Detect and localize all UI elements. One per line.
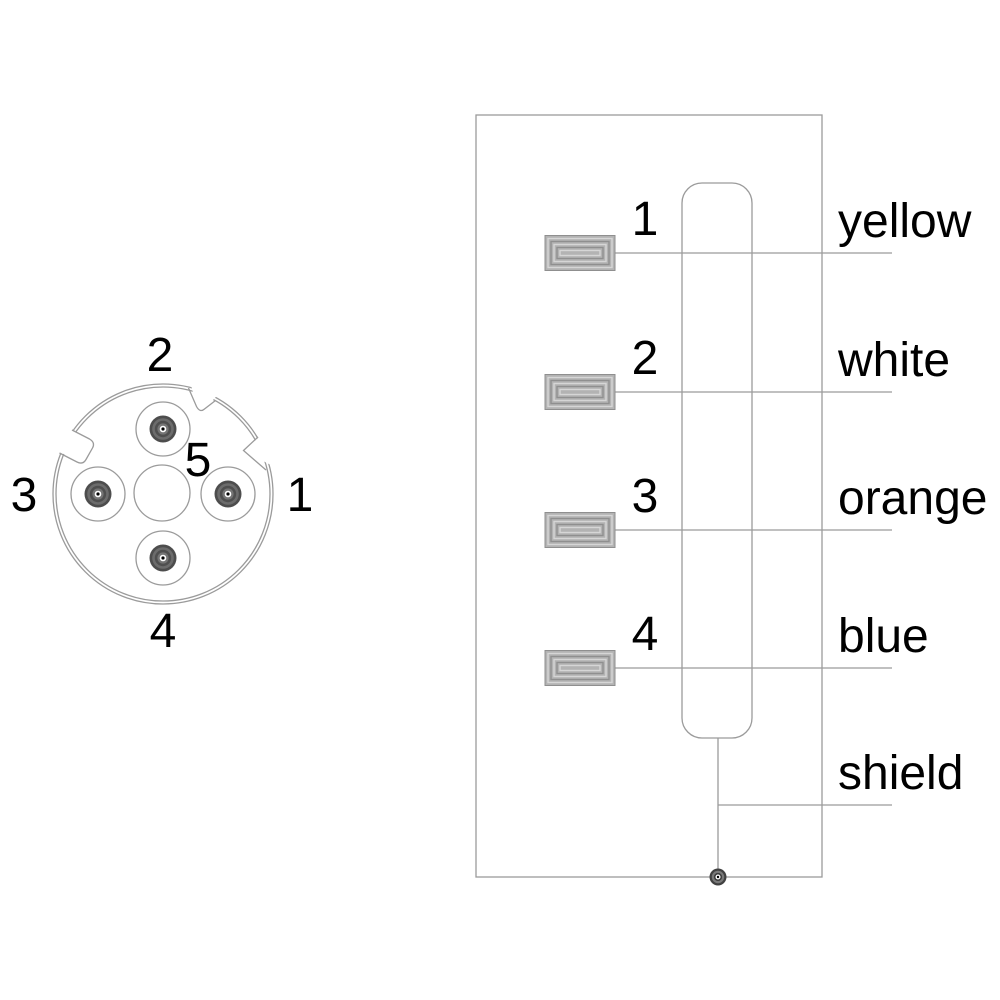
terminal-block-icon-3	[544, 511, 616, 549]
face-pin-label-5: 5	[184, 434, 212, 487]
wire-color-label-3: orange	[838, 472, 988, 525]
face-pin-label-4: 4	[149, 605, 177, 658]
wire-pin-number-4: 4	[631, 608, 659, 661]
wire-color-label-1: yellow	[838, 195, 972, 248]
keyway-notch-top-icon	[187, 381, 220, 412]
pin-contact-icon-2	[135, 401, 191, 457]
face-pin-label-2: 2	[146, 329, 174, 382]
shield-label: shield	[838, 747, 964, 800]
connector-housing-outline	[681, 182, 753, 739]
schematic-frame	[475, 114, 823, 878]
terminal-block-icon-2	[544, 373, 616, 411]
wiring-schematic	[475, 114, 892, 886]
connector-face-inner-ring	[55, 386, 271, 602]
terminal-block-icon-1	[544, 234, 616, 272]
face-pin-label-1: 1	[286, 469, 314, 522]
pin-contact-icon-3	[70, 466, 126, 522]
face-pin-label-3: 3	[10, 469, 38, 522]
keyway-notch-right-icon	[242, 434, 276, 471]
shield-ground-dot-icon	[709, 868, 727, 886]
connector-face-view	[52, 381, 276, 605]
wire-pin-number-1: 1	[631, 193, 659, 246]
pin-contact-icon-4	[135, 530, 191, 586]
wire-pin-number-2: 2	[631, 332, 659, 385]
wire-pin-number-3: 3	[631, 470, 659, 523]
center-hole-pin5	[133, 464, 191, 522]
terminal-block-icon-4	[544, 649, 616, 687]
wire-color-label-4: blue	[838, 610, 929, 663]
keyway-notch-left-icon	[55, 427, 96, 464]
wire-color-label-2: white	[838, 334, 951, 387]
